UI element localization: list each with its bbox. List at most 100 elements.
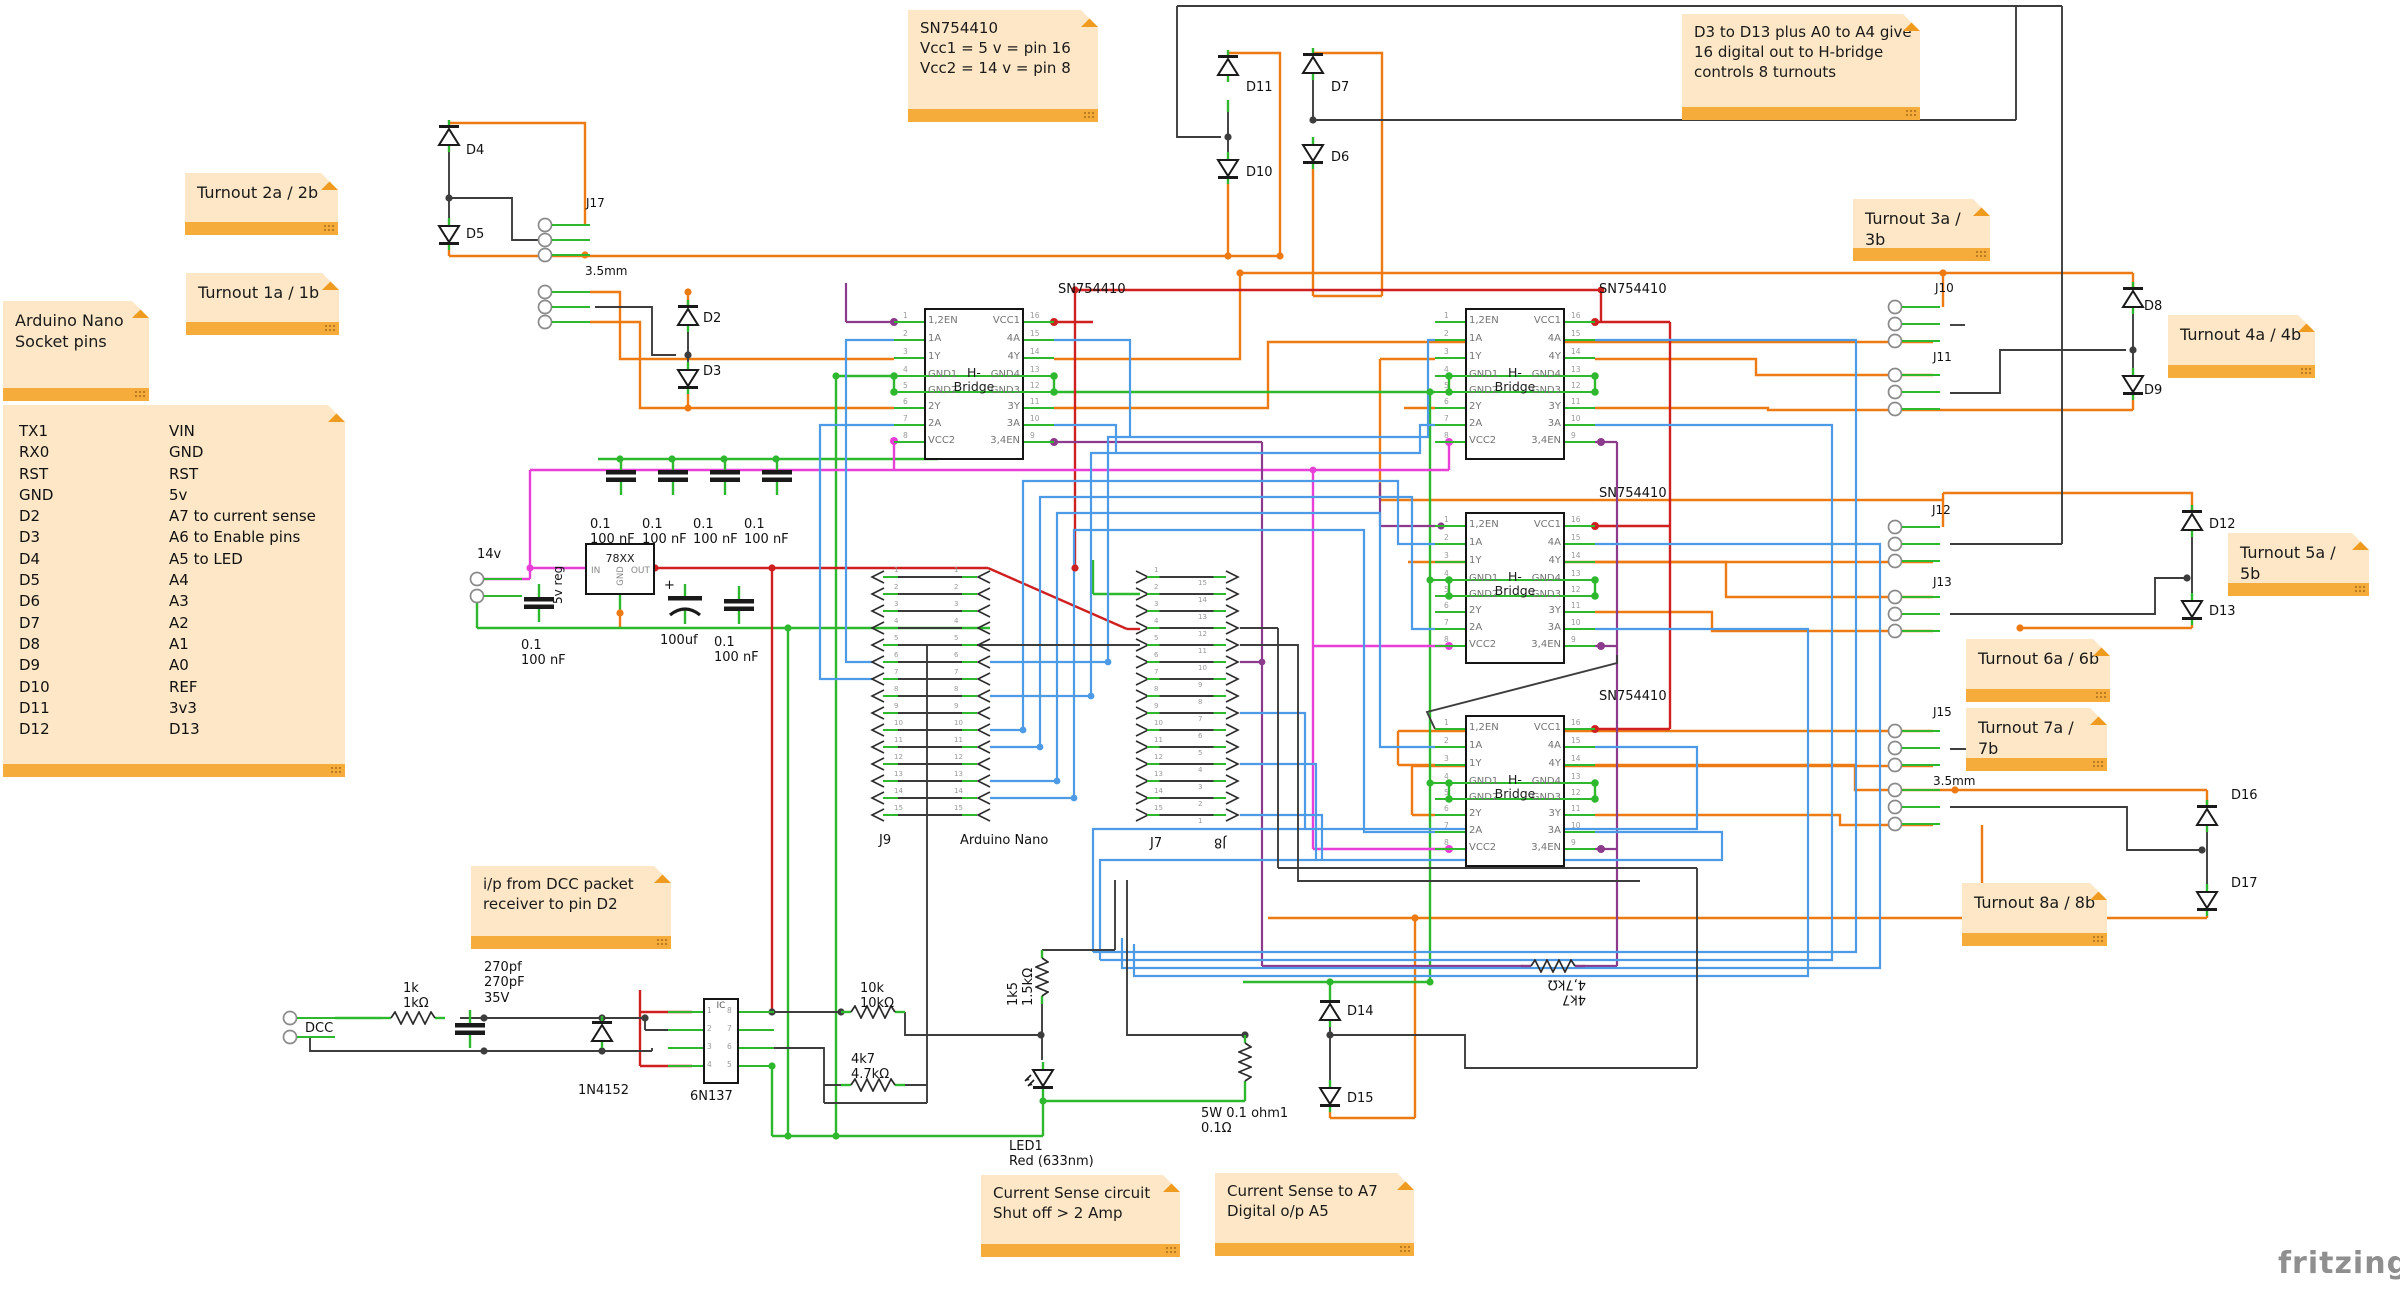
note-grip-icon[interactable] [323, 224, 335, 233]
jack-pin-circle[interactable] [537, 314, 553, 330]
resistor-4k7[interactable] [841, 1077, 905, 1093]
diode-d9[interactable] [2121, 368, 2145, 400]
ic-body[interactable] [1465, 512, 1565, 664]
capacitor-100nf-2[interactable] [658, 457, 688, 495]
capacitor-100nf-5[interactable] [524, 584, 554, 622]
diode-d13[interactable] [2180, 593, 2204, 625]
resistor-1k5[interactable] [1033, 950, 1051, 1004]
jack-pin-circle[interactable] [1887, 536, 1903, 552]
jack-pin-circle[interactable] [1887, 782, 1903, 798]
resistor-10k[interactable] [841, 1004, 905, 1020]
note-turnout-2[interactable]: Turnout 2a / 2b [185, 173, 338, 235]
diode-d2[interactable] [676, 300, 700, 332]
capacitor-100nf-1[interactable] [606, 457, 636, 495]
note-current-sense-circuit[interactable]: Current Sense circuit Shut off > 2 Amp [981, 1175, 1180, 1257]
note-pin-list[interactable] [3, 405, 345, 777]
note-grip-icon[interactable] [2092, 760, 2104, 769]
diode-d7[interactable] [1301, 48, 1325, 80]
jack-pin-circle[interactable] [1887, 816, 1903, 832]
jack-pin-circle[interactable] [1887, 740, 1903, 756]
jack-pin-circle[interactable] [537, 232, 553, 248]
diode-d17[interactable] [2195, 884, 2219, 916]
diode-d8[interactable] [2121, 282, 2145, 314]
jack-pin-circle[interactable] [537, 247, 553, 263]
jack-pin-circle[interactable] [1887, 589, 1903, 605]
jack-pin-circle[interactable] [1887, 299, 1903, 315]
note-grip-icon[interactable] [2095, 691, 2107, 700]
jack-pin-circle[interactable] [1887, 519, 1903, 535]
capacitor-100nf-3[interactable] [710, 457, 740, 495]
note-turnout-3[interactable]: Turnout 3a / 3b [1853, 199, 1990, 261]
note-grip-icon[interactable] [1975, 250, 1987, 259]
jack-pin-circle[interactable] [1887, 316, 1903, 332]
jack-pin-circle[interactable] [282, 1010, 298, 1026]
jack-pin-circle[interactable] [537, 217, 553, 233]
diode-d16[interactable] [2195, 800, 2219, 832]
note-turnout-5[interactable]: Turnout 5a / 5b [2228, 533, 2369, 596]
note-current-sense-a7[interactable]: Current Sense to A7 Digital o/p A5 [1215, 1173, 1414, 1256]
diode-d15[interactable] [1318, 1080, 1342, 1112]
voltage-regulator-78xx[interactable]: 78XX IN OUT GND [585, 543, 655, 595]
note-grip-icon[interactable] [1165, 1246, 1177, 1255]
note-grip-icon[interactable] [330, 766, 342, 775]
jack-pin-circle[interactable] [537, 284, 553, 300]
jack-pin-circle[interactable] [1887, 384, 1903, 400]
jack-pin-circle[interactable] [1887, 757, 1903, 773]
capacitor-100nf-6[interactable] [724, 586, 754, 624]
resistor-1k[interactable] [381, 1010, 445, 1026]
diode-d12[interactable] [2180, 505, 2204, 537]
opto-body[interactable] [703, 998, 739, 1084]
diode-d3[interactable] [676, 362, 700, 394]
jack-pin-circle[interactable] [1887, 367, 1903, 383]
led1-symbol[interactable] [1023, 1062, 1057, 1094]
note-grip-icon[interactable] [1399, 1245, 1411, 1254]
note-dcc-input[interactable]: i/p from DCC packet receiver to pin D2 [471, 866, 671, 949]
jack-pin-circle[interactable] [1887, 333, 1903, 349]
note-turnout-6[interactable]: Turnout 6a / 6b [1966, 639, 2110, 702]
ic-body[interactable] [1465, 715, 1565, 867]
note-turnout-7[interactable]: Turnout 7a / 7b [1966, 708, 2107, 771]
diode-d11[interactable] [1216, 50, 1240, 82]
jack-pin-circle[interactable] [1887, 606, 1903, 622]
diode-d10[interactable] [1216, 152, 1240, 184]
note-grip-icon[interactable] [324, 324, 336, 333]
note-grip-icon[interactable] [134, 390, 146, 399]
resistor-4k7-b[interactable] [1521, 958, 1585, 974]
jack-pin-circle[interactable] [1887, 401, 1903, 417]
jack-pin-circle[interactable] [1887, 623, 1903, 639]
note-grip-icon[interactable] [656, 938, 668, 947]
note-grip-icon[interactable] [1905, 109, 1917, 118]
resistor-5w-01ohm[interactable] [1236, 1035, 1254, 1089]
note-nano-socket[interactable]: Arduino Nano Socket pins [3, 301, 149, 401]
jack-pin-circle[interactable] [1887, 799, 1903, 815]
diode-1n4152[interactable] [590, 1016, 614, 1048]
diode-d6[interactable] [1301, 137, 1325, 169]
note-grip-icon[interactable] [2092, 935, 2104, 944]
ic-body[interactable] [924, 308, 1024, 460]
capacitor-270pf[interactable] [455, 1010, 485, 1048]
note-grip-icon[interactable] [2300, 367, 2312, 376]
note-grip-icon[interactable] [1083, 111, 1095, 120]
diode-d4[interactable] [437, 120, 461, 152]
diode-d5[interactable] [437, 218, 461, 250]
capacitor-100nf-4[interactable] [762, 457, 792, 495]
note-turnout-1[interactable]: Turnout 1a / 1b [186, 273, 339, 335]
jack-pin-circle[interactable] [537, 299, 553, 315]
note-turnout-8[interactable]: Turnout 8a / 8b [1962, 883, 2107, 946]
capacitor-100uf[interactable] [668, 584, 702, 624]
jack-pin-circle[interactable] [282, 1029, 298, 1045]
jack-pin-circle[interactable] [1887, 553, 1903, 569]
jack-pin-circle[interactable] [469, 588, 485, 604]
jack-pin-circle[interactable] [469, 571, 485, 587]
note-grip-icon[interactable] [2354, 585, 2366, 594]
diode-d14[interactable] [1318, 995, 1342, 1027]
note-sn754410-power[interactable]: SN754410 Vcc1 = 5 v = pin 16 Vcc2 = 14 v… [908, 10, 1098, 122]
note-digital-out[interactable]: D3 to D13 plus A0 to A4 give 16 digital … [1682, 14, 1920, 120]
ic-body[interactable] [1465, 308, 1565, 460]
